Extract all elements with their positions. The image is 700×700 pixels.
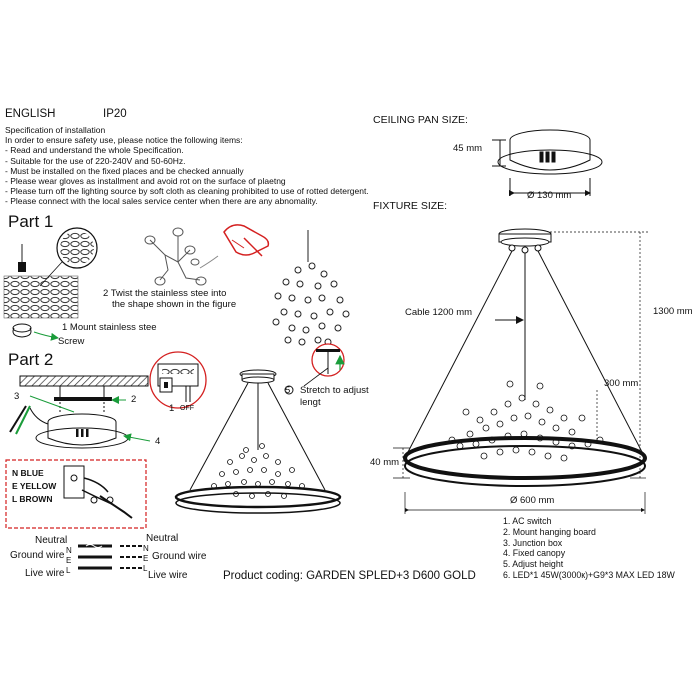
legend-item: 1. AC switch <box>503 516 552 526</box>
wiring-l-left: L <box>66 566 71 575</box>
wiring-l-right: L <box>143 564 148 573</box>
spec-title: Specification of installation <box>5 125 106 135</box>
wiring-neutral-left: Neutral <box>35 535 68 546</box>
part1-step1: 1 Mount stainless stee <box>62 322 157 333</box>
callout-3: 3 <box>14 391 20 402</box>
wire-l: L <box>12 494 18 504</box>
part1-step2-line2: the shape shown in the figure <box>112 299 237 310</box>
spec-line: In order to ensure safety use, please no… <box>5 135 243 146</box>
spec-line: - Must be installed on the fixed places … <box>5 165 244 176</box>
fixture-drawing <box>393 228 650 514</box>
wire-blue: BLUE <box>20 468 44 478</box>
wiring-letters-right: N E L <box>143 544 149 574</box>
spec-line: - Read and understand the whole Specific… <box>5 145 184 156</box>
wiring-diagram <box>78 544 142 570</box>
callout-5: 5 <box>285 385 291 396</box>
wiring-ground-left: Ground wire <box>10 550 65 561</box>
adjust-height-drawing <box>303 343 345 387</box>
switch-drawing <box>149 351 207 409</box>
total-height: 1300 mm <box>653 306 693 317</box>
wiring-n-right: N <box>143 544 149 553</box>
wiring-detail-drawing <box>5 459 147 529</box>
wiring-n-left: N <box>66 546 72 555</box>
part1-cluster-drawing <box>272 230 350 346</box>
spec-line: - Please turn off the lighting source by… <box>5 186 369 197</box>
ceiling-diameter: Ø 130 mm <box>527 190 572 201</box>
product-code: Product coding: GARDEN SPLED+3 D600 GOLD <box>223 570 476 582</box>
ip-rating: IP20 <box>103 108 127 120</box>
inner-height: 300 mm <box>604 378 639 389</box>
legend-item: 2. Mount hanging board <box>503 526 596 537</box>
part2-title: Part 2 <box>8 350 54 369</box>
parts-legend: 1. AC switch 2. Mount hanging board 3. J… <box>503 516 675 581</box>
legend-item: 4. Fixed canopy <box>503 548 566 559</box>
wiring-e-left: E <box>66 556 72 565</box>
wire-yellow: YELLOW <box>19 481 57 491</box>
wiring-letters-left: N E L <box>66 546 72 576</box>
fixture-title: FIXTURE SIZE: <box>373 200 448 212</box>
spec-line: - Please wear gloves as installment and … <box>5 176 286 187</box>
hand-icon <box>223 224 270 257</box>
wiring-live-right: Live wire <box>148 570 188 581</box>
part1-title: Part 1 <box>8 212 54 231</box>
ceiling-mount-drawing <box>9 375 151 449</box>
callout-4: 4 <box>155 436 161 447</box>
legend-item: 5. Adjust height <box>503 559 564 570</box>
off-label: OFF <box>180 405 194 412</box>
ceiling-pan-title: CEILING PAN SIZE: <box>373 114 468 126</box>
wire-n: N <box>12 468 19 478</box>
wiring-ground-right: Ground wire <box>152 551 207 562</box>
callout-1: 1 <box>169 403 175 414</box>
cable-length: Cable 1200 mm <box>405 307 473 318</box>
spec-block: Specification of installation In order t… <box>5 125 369 207</box>
part1-mount-drawing <box>3 227 98 341</box>
step5-line1: Stretch to adjust <box>300 385 369 396</box>
ceiling-height: 45 mm <box>453 143 483 154</box>
spec-line: - Please connect with the local sales se… <box>5 196 318 207</box>
wiring-e-right: E <box>143 554 149 563</box>
step5-line2: lengt <box>300 397 321 408</box>
ceiling-pan-drawing <box>492 129 603 196</box>
fixture-diameter: Ø 600 mm <box>510 495 555 506</box>
legend-item: 3. Junction box <box>503 537 563 548</box>
language-label: ENGLISH <box>5 108 56 120</box>
legend-item: 6. LED*1 45W(3000к)+G9*3 MAX LED 18W <box>503 569 675 580</box>
part2-fixture-drawing <box>174 369 342 514</box>
spec-line: - Suitable for the use of 220-240V and 5… <box>5 155 186 166</box>
ground-icon: E <box>12 481 18 491</box>
wiring-neutral-right: Neutral <box>146 533 179 544</box>
ring-height: 40 mm <box>370 457 400 468</box>
part1-step2-line1: 2 Twist the stainless stee into <box>103 288 227 299</box>
part1-twist-drawing <box>144 227 219 286</box>
wire-color-list: N BLUE E YELLOW L BROWN <box>12 467 56 506</box>
part1-screw: Screw <box>58 336 85 347</box>
wire-brown: BROWN <box>19 494 53 504</box>
wiring-live-left: Live wire <box>25 568 65 579</box>
callout-2: 2 <box>131 394 137 405</box>
